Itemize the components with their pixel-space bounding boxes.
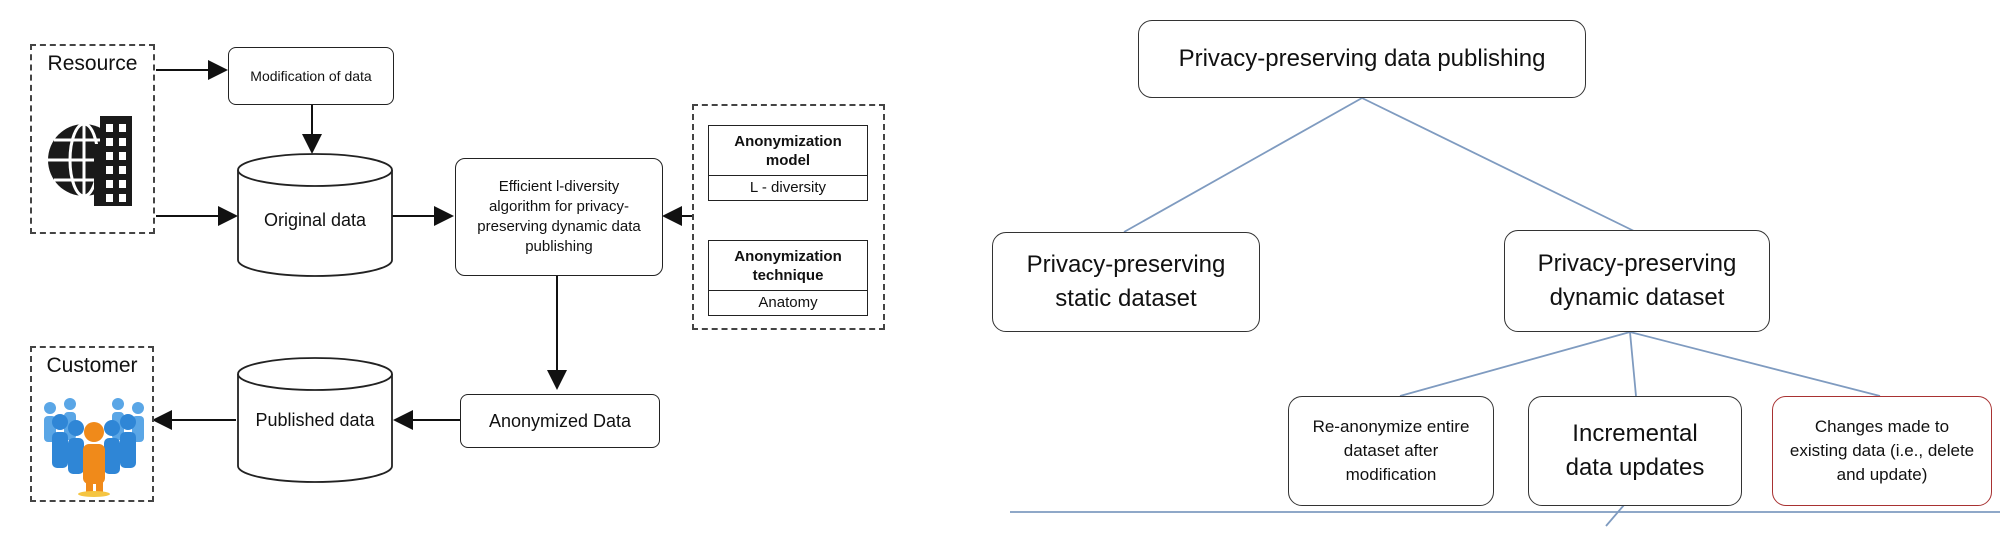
anonymization-technique-value: Anatomy [758, 294, 818, 311]
link-dynamic-incremental [1629, 331, 1637, 397]
anonymization-panel: Anonymization model L - diversity Anonym… [692, 104, 885, 330]
tree-changes-node: Changes made to existing data (i.e., del… [1772, 396, 1992, 506]
anonymization-technique-table: Anonymization technique Anatomy [708, 240, 868, 316]
resource-label: Resource [47, 52, 138, 75]
tree-root-node: Privacy-preserving data publishing [1138, 20, 1586, 98]
customer-panel: Customer [30, 346, 154, 502]
link-dynamic-reanonymize [1399, 331, 1631, 397]
link-root-dynamic [1361, 97, 1637, 233]
anonymization-model-value: L - diversity [749, 179, 827, 196]
cylinder-shape [237, 153, 393, 277]
tree-static-node: Privacy-preserving static dataset [992, 232, 1260, 332]
tree-dynamic-node: Privacy-preserving dynamic dataset [1504, 230, 1770, 332]
link-dynamic-changes [1629, 331, 1881, 397]
original-data-cylinder: Original data [236, 152, 394, 278]
original-data-label: Original data [263, 210, 367, 230]
globe-building-icon [48, 116, 132, 206]
anonymized-data-box: Anonymized Data [460, 394, 660, 448]
modification-box: Modification of data [228, 47, 394, 105]
anonymization-technique-header: Anonymization technique [709, 241, 867, 291]
link-root-static [1123, 97, 1363, 233]
tree-incremental-node: Incremental data updates [1528, 396, 1742, 506]
published-data-cylinder: Published data [236, 356, 394, 484]
anonymization-model-table: Anonymization model L - diversity [708, 125, 868, 201]
customer-label: Customer [46, 354, 138, 377]
link-incremental-down [1605, 504, 1625, 527]
resource-panel: Resource [30, 44, 155, 234]
tree-reanonymize-node: Re-anonymize entire dataset after modifi… [1288, 396, 1494, 506]
customer-group-icon [44, 398, 144, 497]
published-data-label: Published data [255, 410, 375, 430]
cylinder-shape [237, 357, 393, 483]
anonymization-model-header: Anonymization model [709, 126, 867, 176]
algorithm-box: Efficient l-diversity algorithm for priv… [455, 158, 663, 276]
